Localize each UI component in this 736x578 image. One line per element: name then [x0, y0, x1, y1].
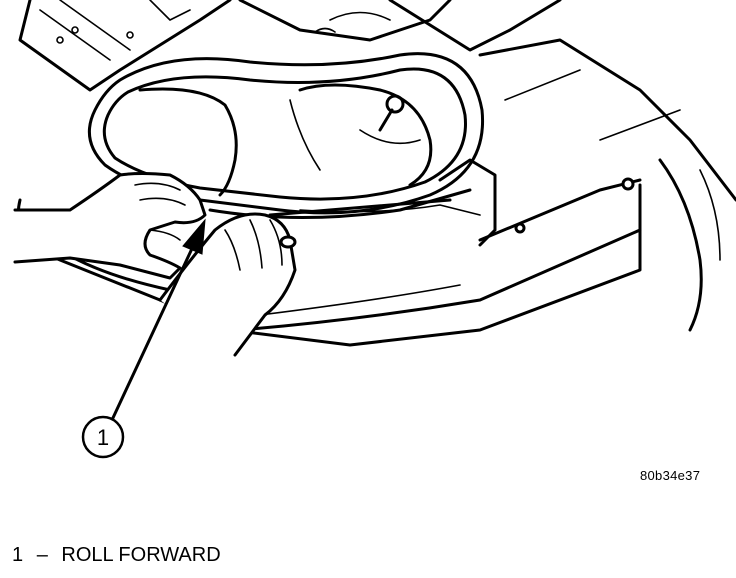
engine-compartment [18, 0, 562, 92]
headlamp-assembly [87, 52, 497, 247]
legend: 1 – ROLL FORWARD [12, 544, 221, 567]
fender [478, 38, 736, 332]
headlamp-removal-illustration: 1 [13, 0, 736, 459]
left-hand [13, 172, 207, 280]
callout-1: 1 [81, 415, 125, 459]
callout-leader-arrow [110, 218, 206, 422]
callout-number: 1 [97, 425, 109, 450]
legend-number: 1 [12, 544, 24, 566]
figure-code: 80b34e37 [640, 468, 701, 483]
legend-text: ROLL FORWARD [61, 544, 221, 566]
right-hand [158, 212, 297, 357]
legend-separator: – [36, 544, 48, 566]
